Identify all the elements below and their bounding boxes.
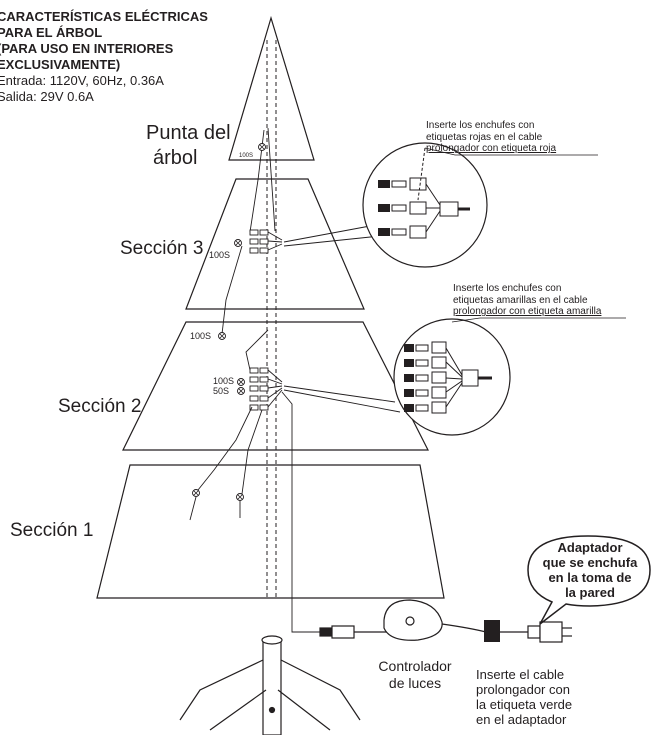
tree-tip-shape — [228, 15, 315, 161]
red-callout-line-3: prolongador con etiqueta roja — [426, 143, 557, 154]
specs-output: Salida: 29V 0.6A — [0, 89, 94, 104]
controller-label-line-2: de luces — [388, 675, 442, 691]
section-3-shape — [185, 178, 365, 310]
callout-red-zoom — [283, 142, 598, 268]
tip-label-line-2: árbol — [153, 147, 198, 169]
tip-label-line-1: Punta del — [146, 122, 231, 144]
controller-cable — [319, 599, 572, 643]
red-callout-line-1: Inserte los enchufes con — [426, 120, 535, 131]
yellow-callout-line-1: Inserte los enchufes con — [453, 283, 562, 294]
section-3-label: Sección 3 — [120, 238, 204, 259]
section-2-plugs — [249, 367, 283, 411]
adapter-bubble — [527, 535, 651, 625]
section-3-plugs — [249, 229, 283, 254]
center-pole — [266, 40, 277, 600]
callout-yellow-zoom — [283, 317, 626, 436]
green-note-line-2: prolongador con — [476, 682, 570, 697]
specs-title-line-4: EXCLUSIVAMENTE) — [0, 57, 121, 72]
specs-title-line-1: CARACTERÍSTICAS ELÉCTRICAS — [0, 9, 208, 24]
yellow-callout-line-3: prolongador con etiqueta amarilla — [453, 306, 602, 317]
s2-top-bulb-label: 100S — [190, 331, 212, 341]
s2-bulb-label-b: 50S — [213, 386, 230, 396]
bubble-line-2: que se enchufa — [542, 555, 638, 570]
specs-title-line-3: (PARA USO EN INTERIORES — [0, 41, 174, 56]
tip-bulb-label: 100S — [239, 153, 254, 159]
section-1-shape — [96, 464, 445, 599]
specs-title-line-2: PARA EL ÁRBOL — [0, 25, 103, 40]
section-1-label: Sección 1 — [10, 520, 94, 541]
green-note-line-4: en el adaptador — [476, 712, 567, 727]
bubble-line-4: la pared — [565, 585, 615, 600]
lower-light-wires — [189, 329, 320, 633]
green-note-line-1: Inserte el cable — [476, 667, 565, 682]
tree-stand — [179, 635, 361, 735]
bubble-line-1: Adaptador — [557, 540, 623, 555]
red-callout-line-2: etiquetas rojas en el cable — [426, 131, 543, 143]
yellow-callout-line-2: etiquetas amarillas en el cable — [453, 294, 588, 306]
s2-bulb-label-a: 100S — [213, 376, 235, 386]
green-note-line-3: la etiqueta verde — [476, 697, 573, 712]
controller-label-line-1: Controlador — [378, 658, 452, 674]
s3-bulb-label: 100S — [209, 250, 231, 260]
section-2-label: Sección 2 — [58, 396, 142, 417]
bubble-line-3: en la toma de — [548, 570, 632, 585]
specs-input: Entrada: 1120V, 60Hz, 0.36A — [0, 73, 164, 88]
